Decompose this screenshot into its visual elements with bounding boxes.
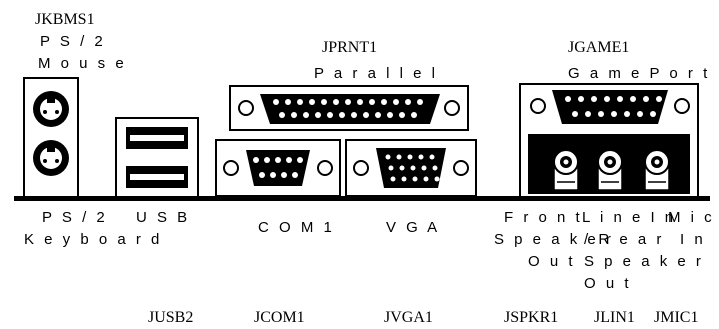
game-port-label: G a m e P o r t [568, 65, 710, 82]
parallel-label: P a r a l l e l [314, 65, 438, 82]
usb-stack [115, 117, 199, 201]
ps2-kbd-label-line2: K e y b o a r d [24, 231, 162, 248]
jkbms1-label: JKBMS1 [35, 11, 95, 28]
front-speaker-label-line3: O u t [528, 253, 576, 270]
usb-label: U S B [136, 209, 190, 226]
jgame1-label: JGAME1 [568, 39, 629, 56]
jvga1-label: JVGA1 [384, 309, 433, 326]
com1-label: C O M 1 [258, 219, 335, 236]
vga-port [345, 139, 477, 197]
jprnt1-label: JPRNT1 [322, 39, 377, 56]
vga-label: V G A [386, 219, 440, 236]
jcom1-label: JCOM1 [254, 309, 305, 326]
game-audio-block [519, 83, 699, 201]
line-in-label-line2: / R e a r [584, 231, 664, 248]
line-in-label-line1: L i n e I n [582, 209, 676, 226]
mic-label-line2: I n [680, 231, 706, 248]
ps2-kbd-label-line1: P S / 2 [42, 209, 108, 226]
audio-jacks [553, 149, 670, 191]
jlin1-label: JLIN1 [594, 309, 635, 326]
front-speaker-label-line2: S p e a k e r [494, 231, 614, 248]
jspkr1-label: JSPKR1 [504, 309, 558, 326]
jmic1-label: JMIC1 [654, 309, 698, 326]
line-in-label-line4: O u t [584, 275, 632, 292]
mic-label-line1: M i c [668, 209, 715, 226]
com1-port [215, 139, 341, 197]
line-in-label-line3: S p e a k e r [584, 253, 704, 270]
jusb2-label: JUSB2 [148, 309, 193, 326]
ps2-mouse-label-line1: P S / 2 [40, 33, 106, 50]
ps2-mouse-label-line2: M o u s e [38, 55, 127, 72]
parallel-port [229, 85, 469, 131]
front-speaker-label-line1: F r o n t [504, 209, 583, 226]
panel-baseline [14, 196, 710, 201]
ps2-stack [23, 77, 79, 201]
